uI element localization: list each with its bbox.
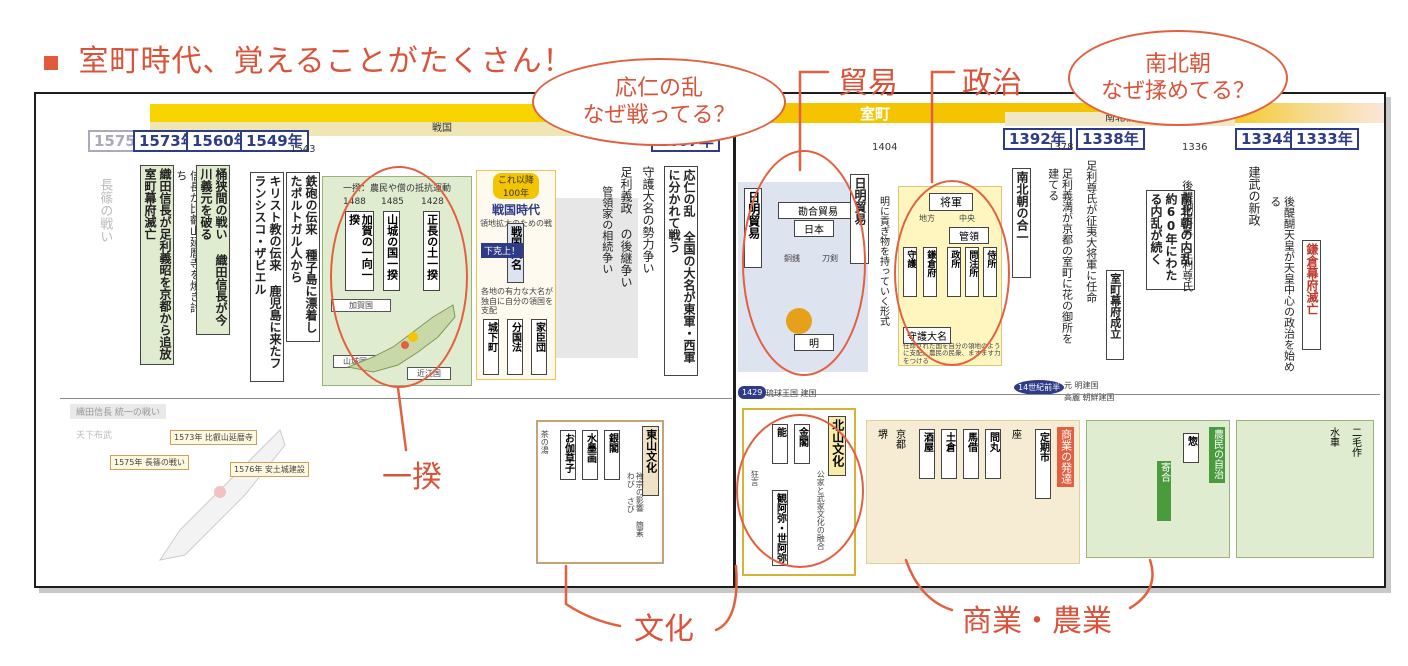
year-box: 1573年 — [133, 130, 202, 152]
onin-cause: 足利義政 の後継争い — [619, 166, 633, 288]
year-box: 1333年 — [1290, 128, 1359, 150]
year-plain: 1378 — [1048, 142, 1074, 153]
commerce-item: 土倉 — [941, 429, 957, 479]
event-godaigo-takauji: 後醍醐天皇 足利尊氏 — [1180, 180, 1194, 292]
event-nanboku-nairan: 南北朝の内乱 約60年にわたる内乱が続く — [1146, 190, 1195, 290]
year-box: 1334年 — [1235, 128, 1304, 150]
agriculture-item: 寄合 — [1157, 461, 1171, 521]
sengoku-item: 城下町 — [483, 319, 499, 375]
year-plain: 1404 — [872, 142, 898, 153]
commerce-box: 商業の発達 定期市 座 問丸 馬借 土倉 酒屋 京都 堺 — [866, 420, 1080, 564]
sengoku-title: 戦国時代 — [491, 203, 540, 217]
commerce-title: 商業の発達 — [1057, 427, 1074, 487]
bullet-square-icon — [44, 55, 58, 70]
sengoku-badge: これ以降100年 — [493, 173, 539, 199]
commerce-item: 問丸 — [985, 429, 1001, 479]
farming-box: 二毛作 水車 — [1236, 420, 1374, 558]
culture-item: 銀閣 — [604, 430, 620, 480]
year-plain: 1543 — [290, 144, 316, 155]
agriculture-box: 農民の自治 惣 寄合 — [1086, 420, 1230, 558]
higashiyama-box: 東山文化 禅宗の影響 簡素 わび さび 銀閣 水墨画 お伽草子 茶の湯 — [536, 420, 664, 564]
onin-cause: 管領家の相続争い — [600, 186, 614, 274]
year-plain: 1336 — [1182, 142, 1208, 153]
event-onin: 応仁の乱 全国の大名が東軍・西軍に分かれて戦う — [664, 166, 698, 376]
page-header: 室町時代、覚えることがたくさん！ — [44, 36, 574, 80]
page-spine — [733, 92, 736, 588]
event-takauji: 足利尊氏が征夷大将軍に任命 — [1084, 160, 1098, 303]
mongol-year-badge: 14世紀前半 — [1014, 380, 1065, 395]
bubble-onin: 応仁の乱 なぜ戦ってる？ — [532, 58, 786, 146]
culture-item: 茶の湯 — [540, 430, 550, 454]
agriculture-item: 惣 — [1183, 433, 1199, 463]
ryukyu-year: 1429 — [738, 386, 767, 399]
era-muromachi-label: 室町 — [859, 105, 890, 123]
ryukyu-text: 琉球王国 建国 — [766, 389, 817, 398]
divider — [60, 398, 732, 399]
trade-desc: 明に貢ぎ物を持っていく形式 — [877, 196, 889, 326]
event-bakufu-seiritsu: 室町幕府成立 — [1106, 270, 1124, 360]
annotation-seiji: 政治 — [962, 66, 1022, 101]
sengoku-item: 分国法 — [507, 319, 523, 375]
annotation-ikki: 一揆 — [382, 460, 442, 495]
event-godaigo-seiji: 後醍醐天皇が天皇中心の政治を始める — [1268, 196, 1296, 372]
mongol-item: 高麗 朝鮮建国 — [1064, 393, 1115, 402]
event-teppo: 鉄砲の伝来 種子島に漂着したポルトガル人から — [286, 172, 320, 342]
event-yoshimitsu: 足利義満が京都の室町に花の御所を建てる — [1046, 168, 1074, 344]
year-box: 1338年 — [1076, 128, 1145, 150]
onin-cause-box — [556, 198, 638, 358]
tenka-label: 天下布武 — [76, 431, 113, 441]
event-okehazama: 桶狭間の戦い 織田信長が今川義元を破る — [196, 165, 230, 335]
oda-section-label: 織田信長 統一の戦い — [70, 404, 166, 419]
year-box: 1549年 — [240, 130, 309, 152]
divider — [740, 394, 1380, 395]
commerce-item: 定期市 — [1035, 429, 1051, 499]
onin-cause: 守護大名の勢力争い — [641, 166, 655, 274]
sengoku-note: 各地の有力な大名が独自に自分の領国を支配 — [481, 287, 553, 316]
map-event: 1573年 比叡山延暦寺 — [170, 430, 257, 445]
higashiyama-title: 東山文化 — [642, 426, 659, 496]
map-event: 1575年 長篠の戦い — [110, 455, 189, 470]
sengoku-item: 家臣団 — [531, 319, 547, 375]
commerce-item: 馬借 — [963, 429, 979, 479]
commerce-item: 京都 — [893, 429, 905, 449]
map-event: 1576年 安土城建設 — [230, 462, 309, 477]
event-nagashino: 長篠の戦い — [97, 178, 113, 243]
year-box: 1392年 — [1003, 128, 1072, 150]
annotation-bunka: 文化 — [634, 612, 694, 647]
event-nanboku-goitsu: 南北朝の合一 — [1012, 168, 1031, 278]
mongol-item: 元 明建国 — [1064, 381, 1099, 390]
trade-highlight-oval — [742, 150, 866, 376]
gekokujo-badge: 下克上！ — [481, 243, 524, 258]
culture-item: 水墨画 — [582, 430, 598, 480]
year-box: 1560年 — [186, 130, 255, 152]
sengoku-box: これ以降100年 戦国時代 領地拡大のための戦い 戦国大名 下克上！ 各地の有力… — [476, 170, 556, 380]
annotation-boueki: 貿易 — [838, 66, 898, 101]
annotation-shogyo: 商業・農業 — [962, 604, 1112, 639]
politics-highlight-oval — [894, 180, 1010, 366]
bubble-nanboku: 南北朝 なぜ揉めてる？ — [1068, 30, 1288, 126]
commerce-item: 座 — [1009, 429, 1021, 439]
agriculture-item: 水車 — [1327, 427, 1339, 447]
kitayama-highlight-oval — [736, 414, 864, 568]
agriculture-title: 農民の自治 — [1209, 427, 1225, 483]
event-kamakura-metsubo: 鎌倉幕府滅亡 — [1302, 240, 1321, 350]
agriculture-item: 二毛作 — [1349, 427, 1361, 457]
event-christianity: キリスト教の伝来 鹿児島に来たフランシスコ・ザビエル — [250, 172, 284, 382]
commerce-item: 堺 — [875, 429, 887, 439]
culture-item: お伽草子 — [560, 430, 576, 480]
ikki-highlight-oval — [330, 166, 468, 388]
event-oda-tsuiho: 織田信長が足利義昭を京都から追放 室町幕府滅亡 — [140, 165, 174, 365]
event-kenmu: 建武の新政 — [1247, 166, 1261, 226]
page-title: 室町時代、覚えることがたくさん！ — [78, 44, 574, 79]
commerce-item: 酒屋 — [919, 429, 935, 479]
higashiyama-desc: 禅宗の影響 簡素 わび さび — [626, 472, 645, 537]
